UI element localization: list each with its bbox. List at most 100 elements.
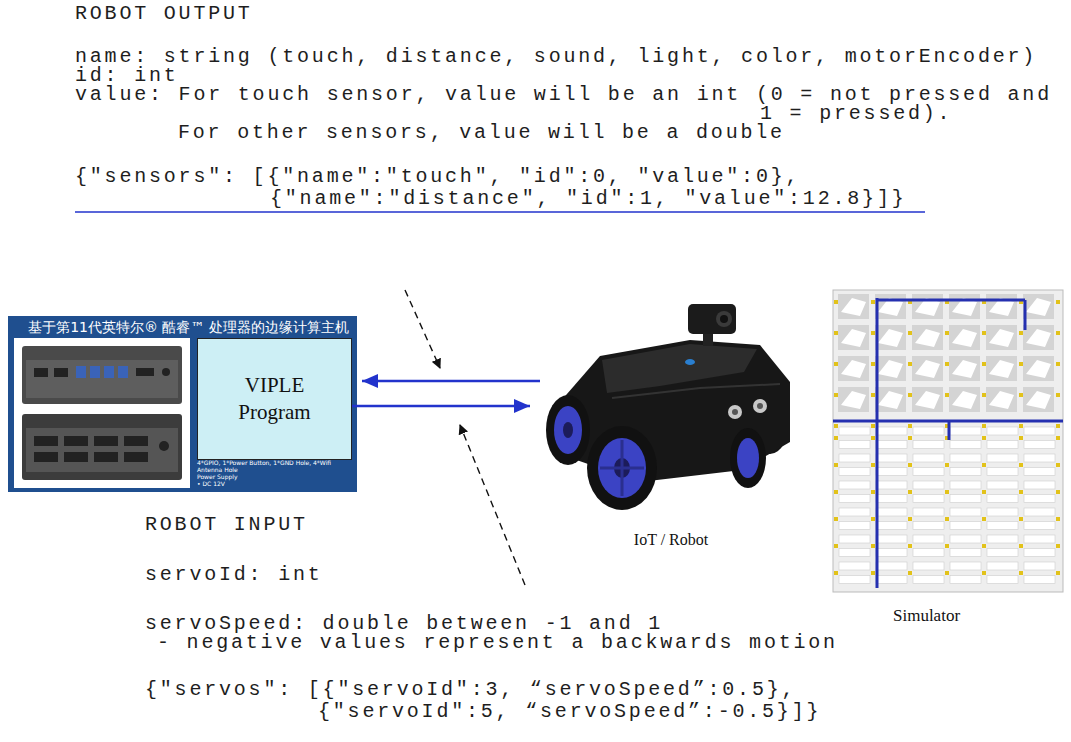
city-block — [950, 522, 981, 530]
data-arrow — [352, 405, 530, 408]
city-block — [913, 535, 944, 543]
edge-host-photo — [22, 346, 182, 480]
city-block — [912, 356, 943, 381]
building — [952, 360, 977, 378]
city-block — [912, 387, 943, 412]
city-block — [986, 387, 1017, 412]
photo-ground — [14, 338, 190, 488]
city-block — [913, 508, 944, 516]
marker-dot — [982, 517, 986, 521]
city-block — [1024, 522, 1055, 530]
city-block — [839, 562, 870, 570]
marker-dot — [908, 362, 912, 366]
city-block — [839, 454, 870, 462]
marker-dot — [1056, 544, 1060, 548]
city-block — [913, 522, 944, 530]
panel-title: 基于第11代英特尔® 酷睿™ 处理器的边缘计算主机 — [8, 319, 369, 336]
robot-node: IoT / Robot — [540, 300, 802, 552]
city-block — [987, 535, 1018, 543]
caption: Simulator — [893, 606, 960, 626]
city-block — [839, 495, 870, 503]
building — [1026, 329, 1051, 347]
city-block — [1023, 294, 1054, 319]
route-line — [948, 421, 951, 440]
city-block — [912, 294, 943, 319]
heading: ROBOT OUTPUT — [75, 5, 253, 23]
marker-dot — [945, 393, 949, 397]
code-line: {"sensors": [{"name":"touch", "id":0, "v… — [75, 168, 800, 186]
city-block — [1024, 562, 1055, 570]
code-line: - negative values represent a backwards … — [157, 634, 838, 652]
building — [1026, 391, 1051, 409]
marker-dot — [1056, 463, 1060, 467]
building — [915, 329, 940, 347]
city-block — [839, 508, 870, 516]
marker-dot — [871, 362, 875, 366]
marker-dot — [1019, 331, 1023, 335]
city-block — [950, 495, 981, 503]
marker-dot — [945, 571, 949, 575]
building — [841, 391, 866, 409]
city-block — [876, 454, 907, 462]
marker-dot — [982, 463, 986, 467]
leader-line — [405, 290, 440, 368]
marker-dot — [834, 393, 838, 397]
city-block — [950, 481, 981, 489]
marker-dot — [871, 393, 875, 397]
marker-dot — [908, 331, 912, 335]
marker-dot — [908, 393, 912, 397]
city-block — [875, 356, 906, 381]
caption: IoT / Robot — [540, 530, 802, 550]
city-block — [876, 468, 907, 476]
city-block — [950, 562, 981, 570]
city-block — [987, 522, 1018, 530]
program-box: VIPLE Program — [197, 338, 352, 460]
city-block — [876, 481, 907, 489]
marker-dot — [834, 424, 838, 428]
marker-dot — [834, 490, 838, 494]
marker-dot — [1019, 424, 1023, 428]
building — [952, 329, 977, 347]
marker-dot — [1019, 362, 1023, 366]
city-block — [1024, 495, 1055, 503]
city-block — [1024, 576, 1055, 584]
city-block — [949, 356, 980, 381]
city-block — [876, 495, 907, 503]
city-block — [1023, 356, 1054, 381]
spec-text: 4*GPIO, 1*Power Button, 1*GND Hole, 4*Wi… — [197, 459, 355, 473]
city-block — [950, 427, 981, 435]
city-block — [987, 427, 1018, 435]
city-block — [839, 481, 870, 489]
marker-dot — [834, 362, 838, 366]
city-block — [912, 325, 943, 350]
building — [841, 360, 866, 378]
heading: ROBOT INPUT — [145, 516, 308, 534]
city-block — [950, 508, 981, 516]
building — [878, 360, 903, 378]
code-line: name: string (touch, distance, sound, li… — [75, 48, 1037, 66]
marker-dot — [982, 331, 986, 335]
city-block — [1023, 387, 1054, 412]
marker-dot — [982, 362, 986, 366]
city-block — [913, 427, 944, 435]
marker-dot — [1056, 571, 1060, 575]
city-block — [1024, 508, 1055, 516]
marker-dot — [1056, 331, 1060, 335]
city-block — [839, 441, 870, 449]
marker-dot — [945, 544, 949, 548]
city-block — [950, 549, 981, 557]
city-block — [913, 481, 944, 489]
marker-dot — [908, 424, 912, 428]
city-block — [987, 481, 1018, 489]
marker-dot — [834, 300, 838, 304]
city-block — [1024, 481, 1055, 489]
city-block — [839, 468, 870, 476]
city-block — [913, 495, 944, 503]
building — [1026, 298, 1051, 316]
city-block — [986, 356, 1017, 381]
city-block — [987, 468, 1018, 476]
city-block — [839, 427, 870, 435]
city-block — [987, 441, 1018, 449]
city-block — [987, 576, 1018, 584]
marker-dot — [1056, 517, 1060, 521]
